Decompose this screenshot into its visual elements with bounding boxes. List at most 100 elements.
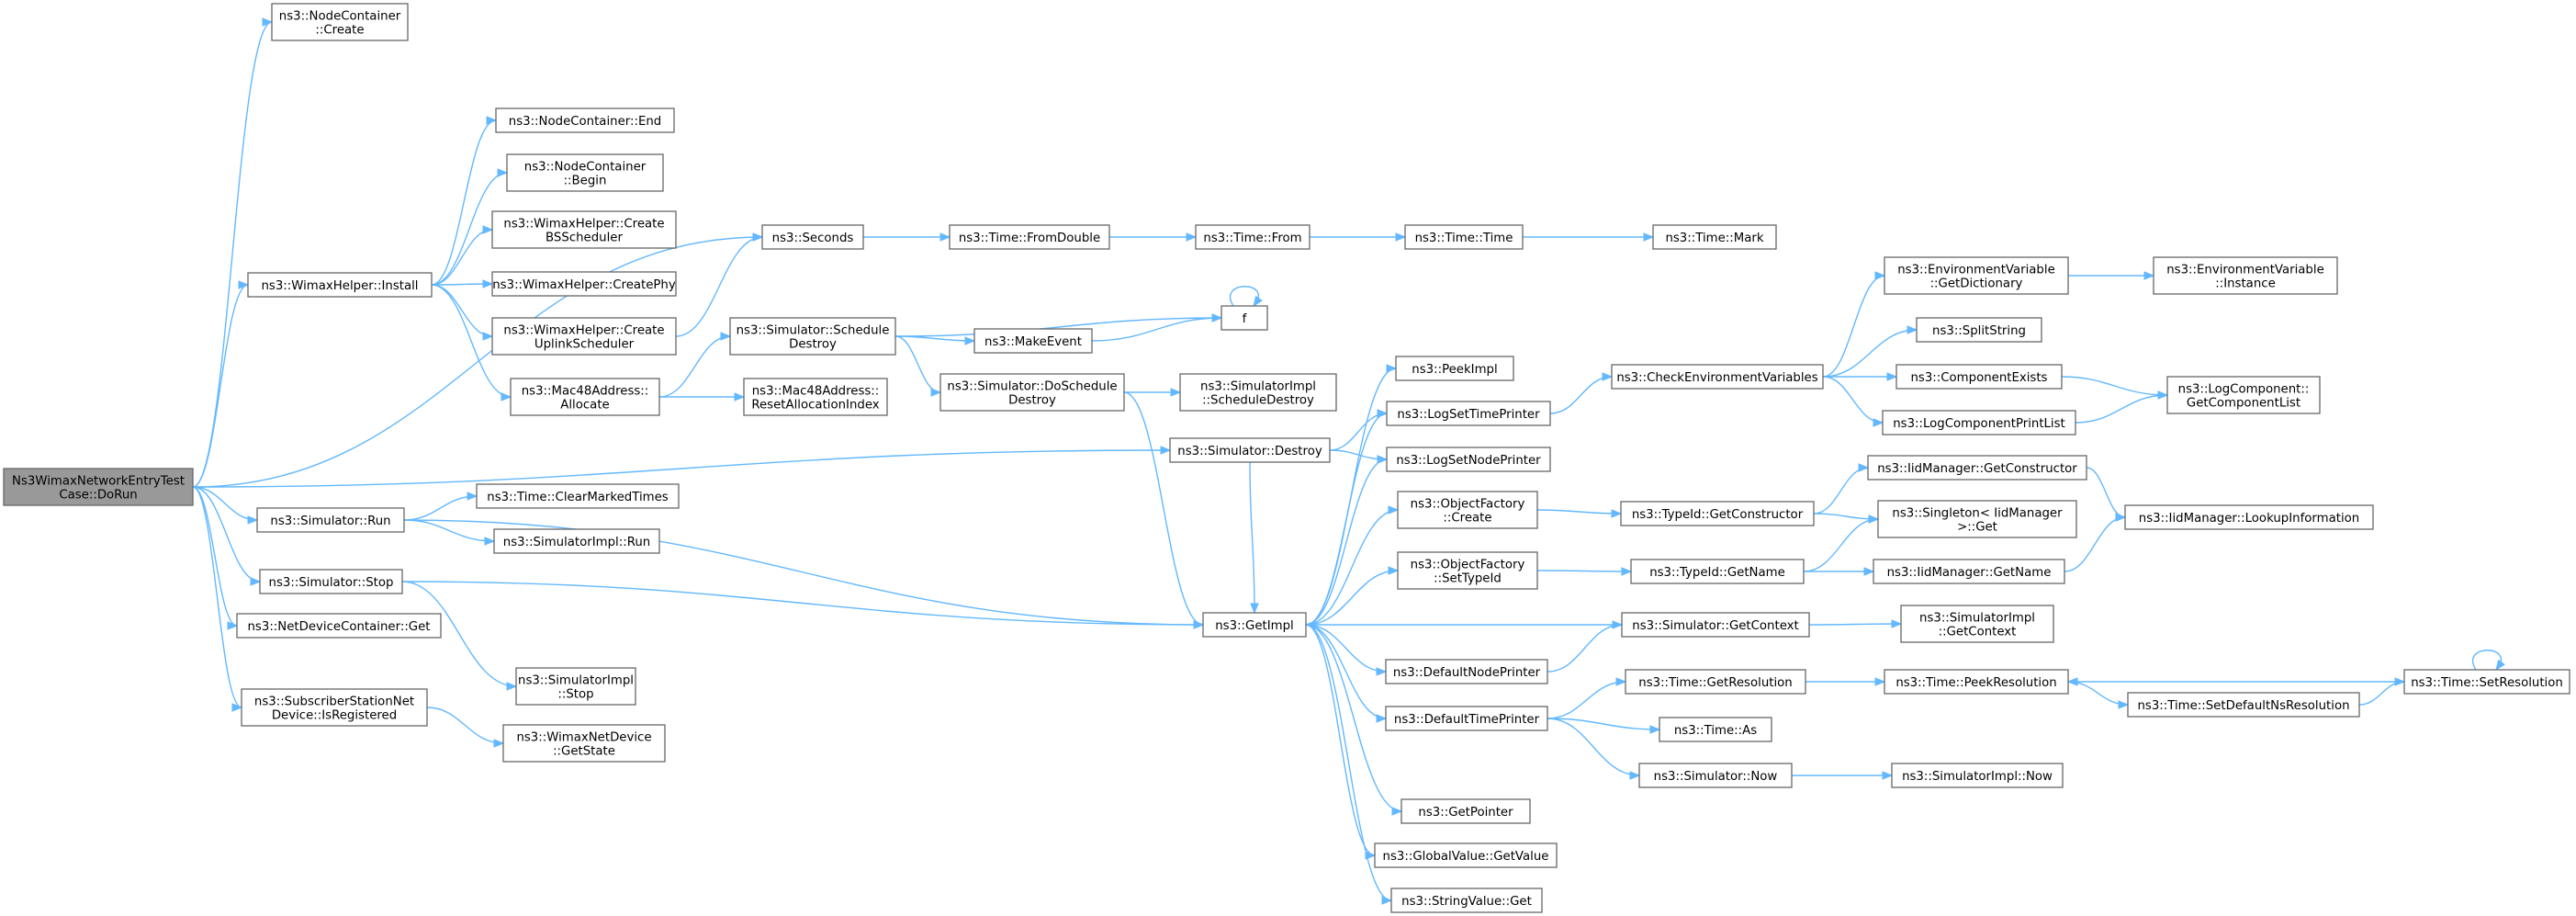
edge-line bbox=[431, 172, 508, 286]
graph-node-check-env[interactable]: ns3::CheckEnvironmentVariables bbox=[1611, 364, 1824, 390]
edge-wh-uss-to-seconds bbox=[675, 232, 764, 337]
graph-node-getimpl[interactable]: ns3::GetImpl bbox=[1202, 612, 1307, 638]
graph-node-simimpl-stop[interactable]: ns3::SimulatorImpl::Stop bbox=[515, 667, 636, 706]
edge-line bbox=[1091, 317, 1222, 342]
node-box bbox=[1638, 763, 1793, 788]
graph-node-mac-reset[interactable]: ns3::Mac48Address::ResetAllocationIndex bbox=[743, 378, 888, 416]
edge-iid-getname-to-iid-lookup bbox=[2064, 513, 2127, 572]
node-label: ns3::Simulator::Destroy bbox=[1177, 445, 1322, 458]
node-label: ::Begin bbox=[564, 175, 607, 188]
node-label: ns3::Mac48Address:: bbox=[522, 385, 649, 399]
graph-node-getpointer[interactable]: ns3::GetPointer bbox=[1400, 798, 1531, 824]
edge-sim-getcontext-to-simimpl-getcontext bbox=[1808, 619, 1903, 628]
graph-node-logsetnode[interactable]: ns3::LogSetNodePrinter bbox=[1386, 447, 1551, 472]
graph-node-of-create[interactable]: ns3::ObjectFactory::Create bbox=[1397, 491, 1538, 529]
node-box bbox=[502, 724, 666, 763]
graph-node-wh-install[interactable]: ns3::WimaxHelper::Install bbox=[247, 272, 433, 298]
graph-node-logcompprint[interactable]: ns3::LogComponentPrintList bbox=[1882, 410, 2076, 435]
graph-node-simimpl-getcontext[interactable]: ns3::SimulatorImpl::GetContext bbox=[1900, 605, 2054, 643]
graph-node-splitstring[interactable]: ns3::SplitString bbox=[1916, 317, 2042, 343]
graph-node-makeevent[interactable]: ns3::MakeEvent bbox=[973, 328, 1093, 354]
graph-node-peekimpl[interactable]: ns3::PeekImpl bbox=[1395, 356, 1514, 381]
graph-node-time-peekres[interactable]: ns3::Time::PeekResolution bbox=[1884, 669, 2069, 695]
graph-node-sim-now[interactable]: ns3::Simulator::Now bbox=[1638, 763, 1793, 788]
node-box bbox=[493, 528, 660, 554]
graph-node-typeid-getname[interactable]: ns3::TypeId::GetName bbox=[1630, 559, 1805, 584]
edge-root-to-wh-install bbox=[192, 280, 250, 488]
graph-node-defnode[interactable]: ns3::DefaultNodePrinter bbox=[1385, 659, 1548, 684]
node-box bbox=[1195, 224, 1310, 250]
graph-node-simimpl-run[interactable]: ns3::SimulatorImpl::Run bbox=[493, 528, 660, 554]
edge-line bbox=[1547, 718, 1660, 730]
node-box bbox=[241, 688, 428, 727]
graph-node-fromdouble[interactable]: ns3::Time::FromDouble bbox=[949, 224, 1110, 250]
graph-node-of-settypeid[interactable]: ns3::ObjectFactory::SetTypeId bbox=[1397, 551, 1538, 590]
node-label: ns3::Time::FromDouble bbox=[959, 232, 1100, 245]
node-label: ns3::IidManager::GetName bbox=[1887, 566, 2052, 580]
edge-root-to-sim-destroy bbox=[192, 446, 1172, 488]
graph-node-deftime[interactable]: ns3::DefaultTimePrinter bbox=[1385, 706, 1548, 731]
graph-node-logsettime[interactable]: ns3::LogSetTimePrinter bbox=[1386, 401, 1551, 426]
graph-node-nc-create[interactable]: ns3::NodeContainer::Create bbox=[271, 3, 409, 41]
graph-node-time-as[interactable]: ns3::Time::As bbox=[1659, 717, 1772, 742]
graph-node-time[interactable]: ns3::Time::Time bbox=[1404, 224, 1524, 250]
graph-node-sim-run[interactable]: ns3::Simulator::Run bbox=[256, 507, 405, 533]
edge-getimpl-to-getpointer bbox=[1305, 624, 1403, 816]
edge-arrowhead bbox=[1160, 446, 1172, 455]
edge-arrowhead bbox=[2157, 390, 2169, 400]
graph-node-seconds[interactable]: ns3::Seconds bbox=[761, 224, 864, 250]
graph-node-simimpl-sd[interactable]: ns3::SimulatorImpl::ScheduleDestroy bbox=[1179, 373, 1337, 412]
edge-typeid-getctor-to-iid-getctor bbox=[1813, 463, 1870, 515]
graph-node-nc-begin[interactable]: ns3::NodeContainer::Begin bbox=[506, 153, 664, 192]
graph-node-iid-getname[interactable]: ns3::IidManager::GetName bbox=[1873, 559, 2065, 584]
graph-node-env-instance[interactable]: ns3::EnvironmentVariable::Instance bbox=[2153, 256, 2338, 295]
edge-arrowhead bbox=[1365, 851, 1377, 860]
node-label: ns3::IidManager::GetConstructor bbox=[1877, 462, 2077, 476]
edge-time-setres-to-time-peekres bbox=[2066, 677, 2404, 686]
node-box bbox=[1385, 706, 1548, 731]
graph-node-iid-lookup[interactable]: ns3::IidManager::LookupInformation bbox=[2124, 504, 2374, 530]
graph-node-sim-stop[interactable]: ns3::Simulator::Stop bbox=[259, 569, 403, 594]
graph-node-logcomp-getlist[interactable]: ns3::LogComponent::GetComponentList bbox=[2166, 376, 2321, 414]
graph-node-sv-get[interactable]: ns3::StringValue::Get bbox=[1390, 888, 1543, 913]
graph-node-wnd-getstate[interactable]: ns3::WimaxNetDevice::GetState bbox=[502, 724, 666, 763]
edge-line bbox=[431, 119, 497, 286]
graph-node-mark[interactable]: ns3::Time::Mark bbox=[1652, 224, 1777, 250]
edge-line bbox=[1547, 681, 1626, 719]
graph-node-sim-destroy[interactable]: ns3::Simulator::Destroy bbox=[1169, 437, 1331, 463]
graph-node-time-getres[interactable]: ns3::Time::GetResolution bbox=[1625, 669, 1806, 695]
edge-arrowhead bbox=[1611, 509, 1623, 518]
graph-node-ndc-get[interactable]: ns3::NetDeviceContainer::Get bbox=[236, 613, 442, 639]
graph-node-nc-end[interactable]: ns3::NodeContainer::End bbox=[495, 107, 675, 133]
graph-node-mac-alloc[interactable]: ns3::Mac48Address::Allocate bbox=[510, 378, 660, 416]
graph-node-singleton-get[interactable]: ns3::Singleton< IidManager>::Get bbox=[1877, 500, 2077, 538]
graph-node-from[interactable]: ns3::Time::From bbox=[1195, 224, 1310, 250]
graph-node-f[interactable]: f bbox=[1221, 305, 1268, 331]
graph-node-env-getdict[interactable]: ns3::EnvironmentVariable::GetDictionary bbox=[1884, 256, 2069, 295]
graph-node-time-setres[interactable]: ns3::Time::SetResolution bbox=[2403, 669, 2570, 695]
node-box bbox=[271, 3, 409, 41]
graph-node-clear-marked[interactable]: ns3::Time::ClearMarkedTimes bbox=[476, 483, 680, 509]
edge-getimpl-to-logsettime bbox=[1305, 409, 1389, 626]
edge-arrowhead bbox=[1395, 232, 1407, 242]
graph-node-ssnd-isreg[interactable]: ns3::SubscriberStationNetDevice::IsRegis… bbox=[241, 688, 428, 727]
graph-node-wh-phy[interactable]: ns3::WimaxHelper::CreatePhy bbox=[491, 271, 677, 297]
graph-node-compexists[interactable]: ns3::ComponentExists bbox=[1895, 364, 2063, 390]
graph-node-sched-destroy[interactable]: ns3::Simulator::ScheduleDestroy bbox=[729, 317, 896, 356]
node-box bbox=[1884, 669, 2069, 695]
graph-node-sim-getcontext[interactable]: ns3::Simulator::GetContext bbox=[1621, 612, 1810, 638]
graph-node-iid-getctor[interactable]: ns3::IidManager::GetConstructor bbox=[1867, 455, 2087, 481]
node-label: ns3::Singleton< IidManager bbox=[1892, 507, 2063, 521]
node-box bbox=[1386, 447, 1551, 472]
graph-node-simimpl-now[interactable]: ns3::SimulatorImpl::Now bbox=[1891, 763, 2064, 788]
graph-node-typeid-getctor[interactable]: ns3::TypeId::GetConstructor bbox=[1620, 501, 1815, 526]
node-label: ns3::ObjectFactory bbox=[1411, 498, 1525, 512]
edge-line bbox=[675, 236, 763, 337]
graph-node-gv-getvalue[interactable]: ns3::GlobalValue::GetValue bbox=[1374, 842, 1558, 868]
graph-node-time-setdefns[interactable]: ns3::Time::SetDefaultNsResolution bbox=[2127, 692, 2360, 718]
edge-arrowhead bbox=[247, 515, 259, 525]
